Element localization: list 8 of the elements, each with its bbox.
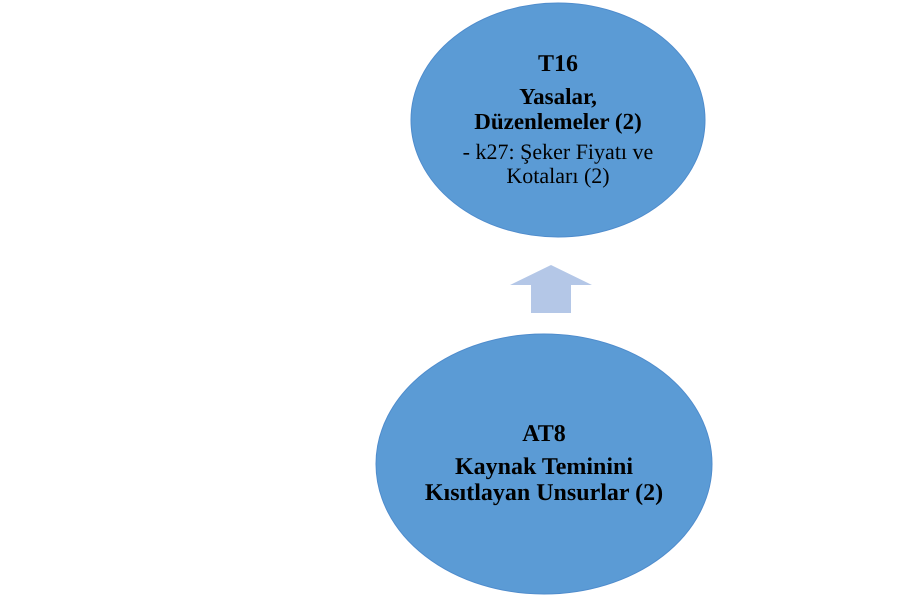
block-arrow <box>510 265 592 313</box>
node-title: Yasalar, Düzenlemeler (2) <box>473 84 643 134</box>
node-code: AT8 <box>522 421 566 448</box>
node-code: T16 <box>538 51 578 78</box>
node-detail: - k27: Şeker Fiyatı ve Kotaları (2) <box>462 140 654 189</box>
ellipse-node <box>410 2 706 238</box>
node-title: Kaynak Teminini Kısıtlayan Unsurlar (2) <box>424 454 664 507</box>
ellipse-node <box>375 333 713 595</box>
